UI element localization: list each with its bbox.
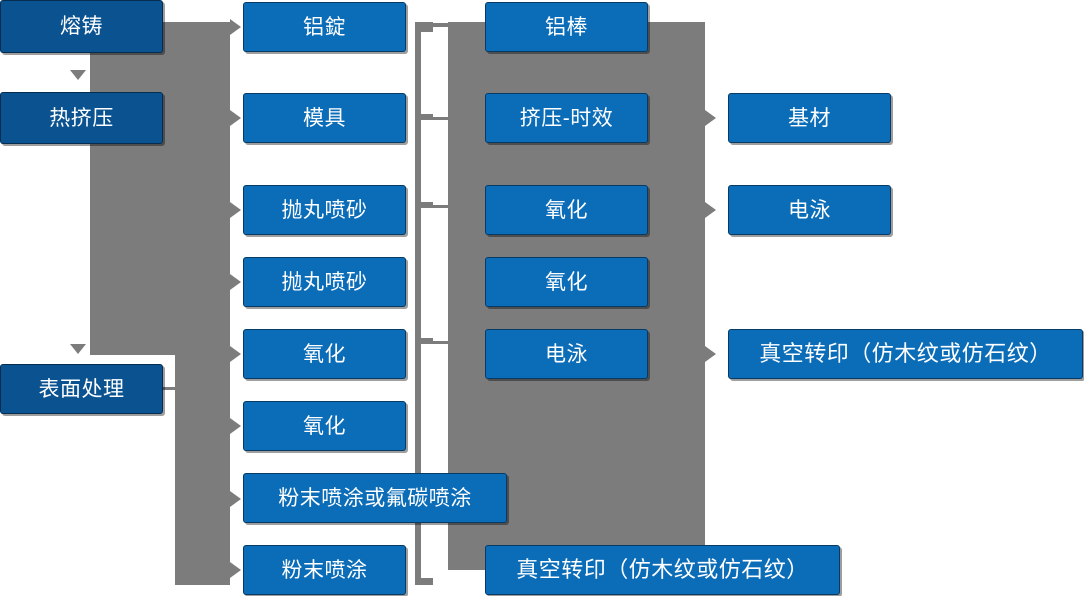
connector-arrow-to-output-vacuum-transfer — [705, 346, 716, 362]
input-anodizing-1[interactable]: 氧化 — [243, 329, 406, 379]
output-base-material[interactable]: 基材 — [728, 93, 891, 143]
input-die-label: 模具 — [303, 106, 346, 130]
connector-arrow-to-die — [230, 110, 241, 126]
process-aluminum-bar-label: 铝棒 — [545, 15, 588, 39]
input-anodizing-2-label: 氧化 — [303, 414, 346, 438]
connector-down-arrow-1 — [70, 70, 86, 80]
tick-line-2 — [433, 205, 449, 208]
input-shot-blasting-1[interactable]: 抛丸喷砂 — [243, 185, 406, 235]
tick-line-1 — [433, 117, 449, 120]
tick-gap-3 — [421, 208, 433, 338]
process-anodizing-1-label: 氧化 — [545, 198, 588, 222]
process-vacuum-transfer-label: 真空转印（仿木纹或仿石纹） — [516, 557, 809, 582]
process-extrusion-aging-label: 挤压-时效 — [519, 106, 614, 130]
process-anodizing-2-label: 氧化 — [545, 270, 588, 294]
input-powder-coating[interactable]: 粉末喷涂 — [243, 545, 406, 595]
tick-line-3 — [433, 341, 449, 344]
output-electrophoresis[interactable]: 电泳 — [728, 185, 891, 235]
stage-surface-treatment-label: 表面处理 — [38, 377, 125, 401]
connector-arrow-to-shot-blasting-1 — [230, 202, 241, 218]
input-shot-blasting-2-label: 抛丸喷砂 — [281, 270, 368, 294]
stage-melting-label: 熔铸 — [60, 15, 103, 38]
connector-down-arrow-2 — [70, 344, 86, 354]
process-vacuum-transfer[interactable]: 真空转印（仿木纹或仿石纹） — [485, 545, 840, 595]
process-electrophoresis-label: 电泳 — [545, 342, 588, 366]
input-die[interactable]: 模具 — [243, 93, 406, 143]
tick-gap-2 — [421, 120, 433, 202]
output-base-material-label: 基材 — [788, 106, 831, 130]
input-powder-or-pvdf-coating-label: 粉末喷涂或氟碳喷涂 — [278, 486, 472, 510]
input-aluminum-ingot[interactable]: 铝錠 — [243, 2, 406, 52]
stage-melting[interactable]: 熔铸 — [0, 0, 163, 53]
connector-arrow-to-powder-or-pvdf — [230, 491, 241, 507]
connector-arrow-to-shot-blasting-2 — [230, 274, 241, 290]
output-electrophoresis-label: 电泳 — [788, 198, 831, 222]
process-electrophoresis[interactable]: 电泳 — [485, 329, 648, 379]
tick-gap-1 — [421, 32, 433, 114]
input-anodizing-2[interactable]: 氧化 — [243, 401, 406, 451]
output-vacuum-transfer[interactable]: 真空转印（仿木纹或仿石纹） — [728, 329, 1083, 379]
connector-arrow-to-aluminum-ingot — [230, 19, 241, 35]
process-aluminum-bar[interactable]: 铝棒 — [485, 2, 648, 52]
output-vacuum-transfer-label: 真空转印（仿木纹或仿石纹） — [759, 341, 1052, 366]
process-anodizing-2[interactable]: 氧化 — [485, 257, 648, 307]
input-powder-coating-label: 粉末喷涂 — [281, 558, 368, 582]
connector-bracket-narrow — [175, 355, 230, 585]
input-powder-or-pvdf-coating[interactable]: 粉末喷涂或氟碳喷涂 — [243, 473, 507, 523]
tick-gap-5 — [421, 520, 433, 578]
connector-arrow-to-anodizing-2 — [230, 418, 241, 434]
stage-hot-extrusion-label: 热挤压 — [49, 106, 114, 130]
input-shot-blasting-2[interactable]: 抛丸喷砂 — [243, 257, 406, 307]
process-extrusion-aging[interactable]: 挤压-时效 — [485, 93, 648, 143]
connector-arrow-to-output-electrophoresis — [705, 202, 716, 218]
input-aluminum-ingot-label: 铝錠 — [303, 15, 346, 39]
connector-arrow-to-anodizing-1 — [230, 346, 241, 362]
connector-stub-surface-treatment — [163, 387, 181, 390]
process-anodizing-1[interactable]: 氧化 — [485, 185, 648, 235]
connector-arrow-to-powder-coating — [230, 562, 241, 578]
input-shot-blasting-1-label: 抛丸喷砂 — [281, 198, 368, 222]
connector-bracket-wide — [90, 22, 230, 355]
stage-hot-extrusion[interactable]: 热挤压 — [0, 92, 163, 144]
connector-arrow-to-base-material — [705, 110, 716, 126]
input-anodizing-1-label: 氧化 — [303, 342, 346, 366]
tick-gap-4 — [421, 344, 433, 514]
connector-tick-bar-top-link — [433, 23, 449, 27]
stage-surface-treatment[interactable]: 表面处理 — [0, 364, 163, 414]
